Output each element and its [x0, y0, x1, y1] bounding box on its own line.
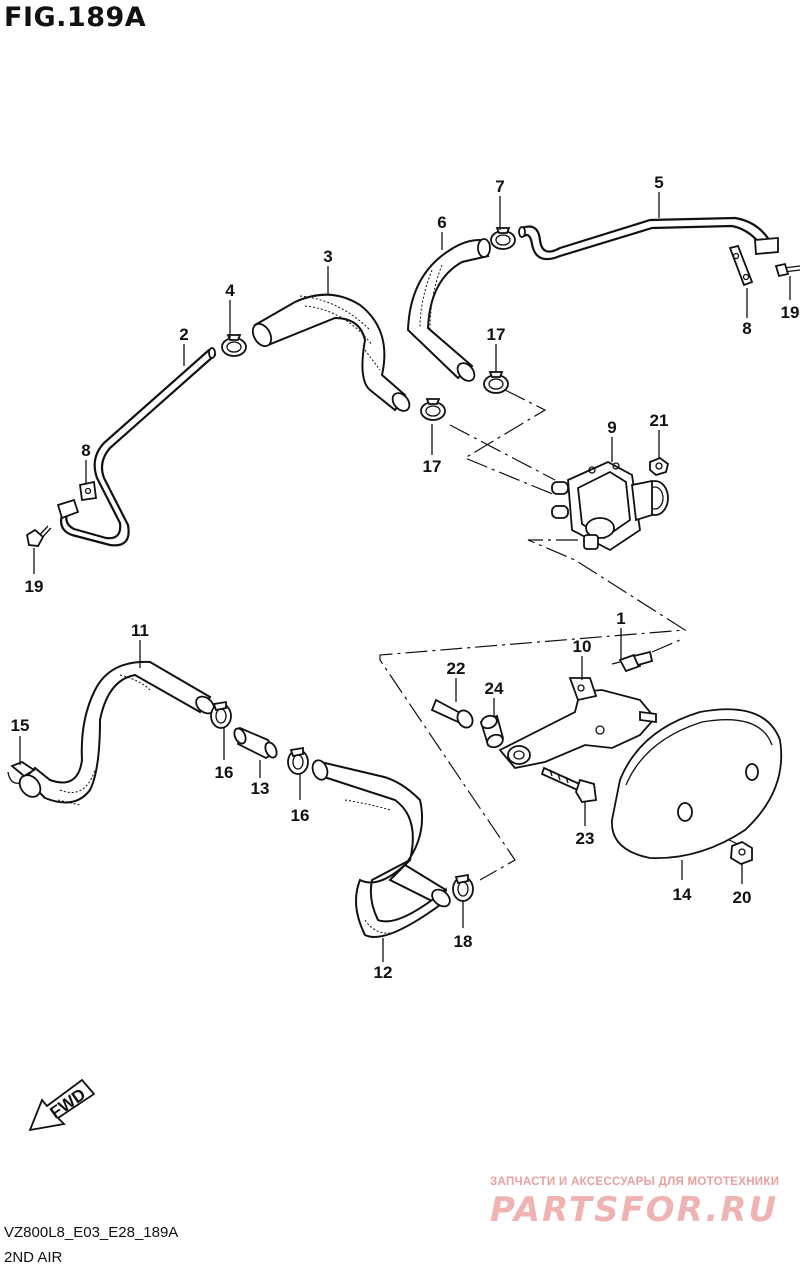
connector-13: [233, 726, 278, 760]
callout-5: 5: [654, 173, 663, 192]
cover-14: [611, 708, 783, 859]
bracket-10: [498, 677, 657, 769]
clip-15: [7, 760, 36, 784]
pin-22: [430, 698, 474, 729]
callout-20: 20: [733, 888, 752, 907]
pipe-5: [518, 216, 779, 261]
bolt-19-left: [25, 525, 52, 547]
nut-21: [649, 456, 670, 477]
callout-17-lower: 17: [423, 457, 442, 476]
callout-9: 9: [607, 418, 616, 437]
callout-21: 21: [650, 411, 669, 430]
callout-10: 10: [573, 637, 592, 656]
watermark-tagline: ЗАПЧАСТИ И АКСЕССУАРЫ ДЛЯ МОТОТЕХНИКИ: [490, 1176, 780, 1188]
callout-8-right: 8: [742, 319, 751, 338]
callout-7: 7: [495, 177, 504, 196]
diagram-name: 2ND AIR: [4, 1249, 63, 1266]
hose-11: [18, 660, 215, 806]
clamp-4: [221, 334, 247, 357]
figure-title: FIG.189A: [4, 2, 147, 33]
callout-18: 18: [454, 932, 473, 951]
callout-13: 13: [251, 779, 270, 798]
clamp-16-right: [287, 746, 309, 775]
nut-20: [730, 840, 753, 865]
callout-16-right: 16: [291, 806, 310, 825]
callout-14: 14: [673, 885, 692, 904]
valve-9: [551, 460, 669, 552]
diagram-code: VZ800L8_E03_E28_189A: [4, 1224, 179, 1241]
grommet-24: [479, 714, 505, 749]
callout-11: 11: [131, 621, 149, 640]
bolt-1: [611, 650, 654, 673]
clamp-17-lower: [420, 398, 446, 421]
callout-19-left: 19: [25, 577, 44, 596]
bracket-8-right: [728, 244, 754, 287]
hose-3: [251, 293, 411, 412]
callout-16-left: 16: [215, 763, 234, 782]
callout-12: 12: [374, 963, 393, 982]
clamp-17-upper: [483, 371, 509, 394]
leader-lines: [19, 192, 791, 962]
callout-4: 4: [225, 281, 235, 300]
callout-3: 3: [323, 247, 332, 266]
pipe-2: [56, 347, 217, 547]
clamp-16-left: [210, 700, 232, 729]
hose-6: [406, 238, 491, 382]
fwd-arrow-icon: [28, 1078, 96, 1132]
clamp-18: [452, 873, 474, 902]
callout-23: 23: [576, 829, 595, 848]
callout-22: 22: [447, 659, 466, 678]
callout-15: 15: [11, 716, 30, 735]
callout-2: 2: [179, 325, 188, 344]
clamp-7: [490, 227, 516, 250]
hose-12: [311, 759, 451, 938]
bolt-19-right: [774, 262, 800, 278]
callout-24: 24: [485, 679, 504, 698]
callout-17-upper: 17: [487, 325, 506, 344]
callout-1: 1: [616, 609, 625, 628]
callout-6: 6: [437, 213, 446, 232]
bracket-8-left: [78, 480, 98, 502]
bolt-23: [540, 766, 598, 803]
watermark-logo: PARTSFOR.RU: [490, 1190, 779, 1230]
callout-8-left: 8: [81, 441, 90, 460]
callout-19-right: 19: [781, 303, 800, 322]
